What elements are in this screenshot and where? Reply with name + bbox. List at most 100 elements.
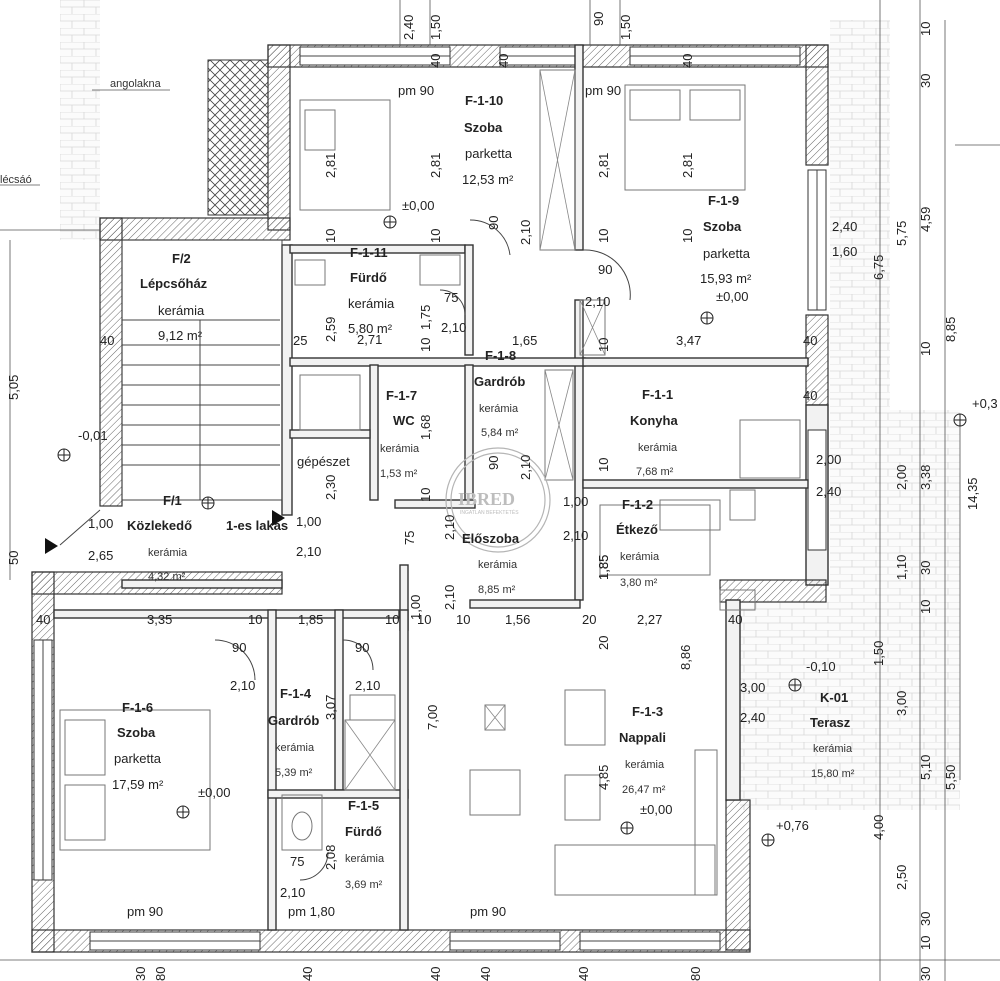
dim-label: 10 [248,612,262,627]
watermark-text: IBRED [458,489,515,509]
dim-label: 2,10 [563,528,588,543]
dim-label: 90 [355,640,369,655]
dim-label: 2,40 [401,15,416,40]
dim-label: 80 [153,967,168,981]
dim-label: 30 [918,74,933,88]
dim-label: 90 [591,12,606,26]
dim-label: 30 [918,561,933,575]
dim-label: 4,85 [596,765,611,790]
room-level: ±0,00 [640,802,672,817]
dim-label: 10 [918,342,933,356]
room-name: Szoba [464,120,503,135]
room-code: F-1-6 [122,700,153,715]
dim-label: 1,65 [512,333,537,348]
terrace-tiles-upper [830,410,960,600]
dim-label: 1,50 [428,15,443,40]
room-code: F-1-4 [280,686,312,701]
room-area: 5,80 m² [348,321,393,336]
room-code: F-1-11 [350,245,388,260]
dim-label: 40 [803,388,817,403]
room-gepeszet: gépészet [297,454,350,469]
dim-label: 1,00 [88,516,113,531]
room-area: 17,59 m² [112,777,164,792]
dim-label: 10 [456,612,470,627]
room-f13: F-1-3 Nappali kerámia 26,47 m² ±0,00 pm … [470,704,672,919]
dim-label: 40 [680,54,695,68]
dim-label: 1,00 [408,595,423,620]
room-code: F/1 [163,493,182,508]
room-eloszoba: Előszoba kerámia 8,85 m² [462,531,520,596]
room-name: WC [393,413,415,428]
dimension-labels-inner: 2,81 2,81 2,81 2,81 10 10 10 10 90 2,10 … [36,153,857,900]
room-area: 3,80 m² [620,577,658,589]
dim-label: 5,75 [894,221,909,246]
room-f1: F/1 Közlekedő 1-es lakás kerámia 4,32 m² [127,493,288,583]
room-floor: kerámia [625,759,665,771]
room-f11: F-1-1 Konyha kerámia 7,68 m² [630,387,678,478]
room-area: 4,32 m² [148,571,186,583]
dim-label: 75 [444,290,458,305]
room-pm: pm 90 [398,83,434,98]
dim-label: 2,40 [816,484,841,499]
room-level: ±0,00 [716,289,748,304]
watermark-logo: IBRED INGATLAN BEFEKTETÉS [445,447,551,553]
room-name: Szoba [117,725,156,740]
dim-label: 2,65 [88,548,113,563]
dim-label: 8,85 [943,317,958,342]
dim-label: 20 [596,636,611,650]
dim-label: 10 [918,22,933,36]
room-floor: parketta [465,146,513,161]
dim-label: 40 [496,54,511,68]
dim-label: 75 [290,854,304,869]
room-name: Konyha [630,413,678,428]
room-code: F/2 [172,251,191,266]
room-name: Fürdő [350,270,387,285]
room-name: Előszoba [462,531,520,546]
dim-label: 5,50 [943,765,958,790]
dim-label: 30 [133,967,148,981]
dim-label: 2,10 [441,320,466,335]
room-code: F-1-3 [632,704,663,719]
dimension-labels-left: 5,05 50 [6,375,21,565]
room-name: Lépcsőház [140,276,208,291]
room-pm: pm 90 [470,904,506,919]
room-code: F-1-9 [708,193,739,208]
room-area: 15,93 m² [700,271,752,286]
room-f19: F-1-9 Szoba parketta 15,93 m² ±0,00 pm 9… [585,83,752,304]
dim-label: 1,50 [618,15,633,40]
room-code: F-1-7 [386,388,417,403]
dim-label: 4,00 [871,815,886,840]
dim-label: 10 [418,488,433,502]
dim-label: 10 [323,229,338,243]
room-pm: pm 1,80 [288,904,335,919]
level-plus076: +0,76 [776,818,809,833]
dim-label: 3,00 [894,691,909,716]
dim-label: 80 [688,967,703,981]
room-floor: kerámia [148,547,188,559]
room-pm: pm 90 [585,83,621,98]
room-floor: kerámia [380,443,420,455]
dim-label: 1,85 [596,555,611,580]
dim-label: 40 [428,54,443,68]
room-name: Nappali [619,730,666,745]
dim-label: 2,08 [323,845,338,870]
room-floor: kerámia [813,743,853,755]
room-name: Közlekedő [127,518,192,533]
dim-label: 40 [100,333,114,348]
room-code: F-1-5 [348,798,379,813]
dim-label: 3,07 [323,695,338,720]
dim-label: 14,35 [965,477,980,510]
room-level: ±0,00 [402,198,434,213]
dim-label: 20 [582,612,596,627]
dim-label: 90 [486,456,501,470]
dim-label: 2,40 [832,219,857,234]
dim-label: 2,81 [596,153,611,178]
room-level: -0,10 [806,659,836,674]
dim-label: 10 [918,600,933,614]
dim-label: 10 [596,338,611,352]
room-floor: kerámia [345,853,385,865]
interior-walls [53,44,809,931]
room-f2: F/2 Lépcsőház kerámia 9,12 m² [140,251,208,343]
dim-label: 90 [232,640,246,655]
